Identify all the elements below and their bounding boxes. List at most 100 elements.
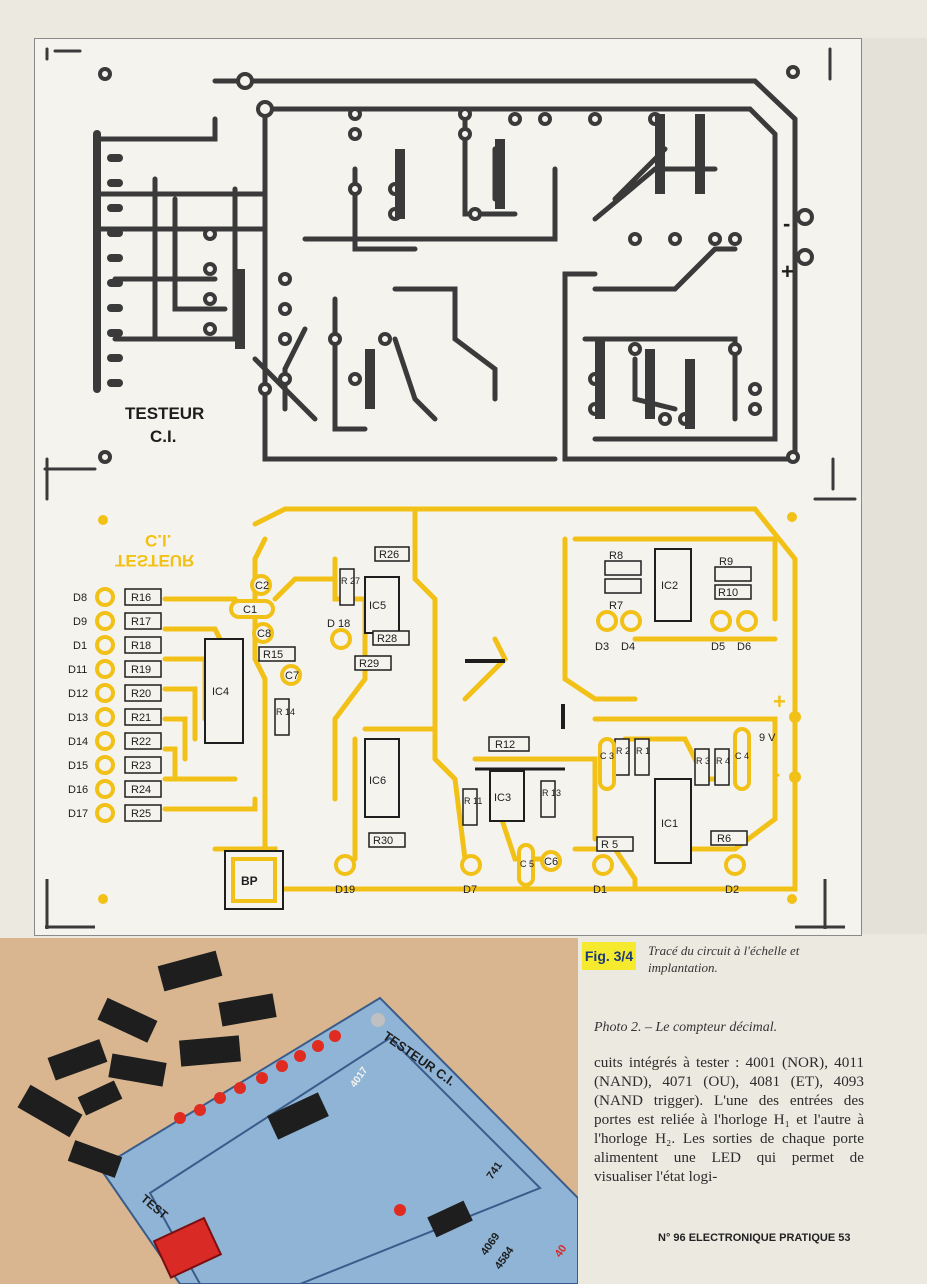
figure-caption: Tracé du circuit à l'échelle et implanta… <box>648 943 800 975</box>
article-body: cuits intégrés à tester : 4001 (NOR), 40… <box>594 1054 864 1185</box>
ic-bodies <box>204 548 692 864</box>
copper-ic-rows <box>235 114 705 429</box>
pcb-figure: TESTEUR C.I. - + <box>43 47 857 929</box>
capacitors <box>229 574 751 887</box>
resistor-label: R18 <box>131 640 151 652</box>
resistor-label: R22 <box>131 736 151 748</box>
resistor-label: R24 <box>131 784 151 796</box>
r4-label: R 4 <box>716 756 730 766</box>
supply-minus: - <box>773 761 780 786</box>
resistor-label: R25 <box>131 808 151 820</box>
r5-label: R 5 <box>601 839 618 851</box>
pcb-minus-label: - <box>783 211 790 236</box>
left-leds <box>95 587 115 823</box>
ic6-label: IC6 <box>369 775 386 787</box>
led-label: D16 <box>68 784 88 796</box>
supply-plus: + <box>773 689 786 714</box>
resistor-label: R20 <box>131 688 151 700</box>
c5-label: C 5 <box>520 859 534 869</box>
r11-label: R 11 <box>464 796 482 806</box>
c6-label: C6 <box>544 856 558 868</box>
c2-label: C2 <box>255 580 269 592</box>
led-resistor-column: D8 D9 D1 D11 D12 D13 D14 D15 D16 D17 R16… <box>68 587 162 823</box>
d4-label: D4 <box>621 641 635 653</box>
photo-caption: Photo 2. – Le compteur décimal. <box>594 1020 778 1035</box>
resistor-label: R21 <box>131 712 151 724</box>
r1-label: R 1 <box>636 746 650 756</box>
other-leds <box>330 610 758 876</box>
right-margin-strip <box>860 38 927 934</box>
r29-label: R29 <box>359 658 379 670</box>
resistor-label: R19 <box>131 664 151 676</box>
led-label: D1 <box>73 640 87 652</box>
r6-label: R6 <box>717 833 731 845</box>
copper-led-pads <box>107 154 123 387</box>
ic2-label: IC2 <box>661 580 678 592</box>
resistor-label: R17 <box>131 616 151 628</box>
layout-title-line1: TESTEUR <box>115 551 194 570</box>
c4-label: C 4 <box>735 751 749 761</box>
supply-label: 9 V <box>759 732 776 744</box>
d5-label: D5 <box>711 641 725 653</box>
led-label: D9 <box>73 616 87 628</box>
r13-label: R 13 <box>542 788 561 798</box>
led-label: D15 <box>68 760 88 772</box>
c7-label: C7 <box>285 670 299 682</box>
bp-push-button: BP <box>224 850 284 910</box>
r3-label: R 3 <box>696 756 710 766</box>
r14-label: R 14 <box>276 707 295 717</box>
board-photo: TESTEUR C.I. TEST 4017 741 4069 4584 40 <box>0 938 578 1284</box>
led-label: D11 <box>68 664 87 676</box>
gold-corner-pads <box>98 512 801 904</box>
led-label: D14 <box>68 736 88 748</box>
ic5-label: IC5 <box>369 600 386 612</box>
led-label: D17 <box>68 808 88 820</box>
r9-label: R9 <box>719 556 733 568</box>
left-resistors <box>124 588 162 822</box>
figure-badge: Fig. 3/4 <box>582 942 636 970</box>
c1-label: C1 <box>243 604 257 616</box>
led-label: D13 <box>68 712 88 724</box>
board-photo-illustration: TESTEUR C.I. TEST 4017 741 4069 4584 40 <box>0 938 578 1284</box>
copper-trace-layout <box>43 47 857 501</box>
pcb-title-line1: TESTEUR <box>125 404 204 423</box>
resistor-label: R23 <box>131 760 151 772</box>
gold-trace-layout <box>162 506 798 892</box>
led-label: D8 <box>73 592 87 604</box>
r10-label: R10 <box>718 587 738 599</box>
r27-label: R 27 <box>341 576 360 586</box>
ic1-label: IC1 <box>661 818 678 830</box>
pcb-figure-frame: TESTEUR C.I. - + <box>34 38 862 936</box>
d19-label: D19 <box>335 884 355 896</box>
r7-label: R7 <box>609 600 623 612</box>
r8-label: R8 <box>609 550 623 562</box>
figure-caption-box: Fig. 3/4 Tracé du circuit à l'échelle et… <box>582 938 882 984</box>
c8-label: C8 <box>257 628 271 640</box>
d18-label: D 18 <box>327 618 350 630</box>
ic3-label: IC3 <box>494 792 511 804</box>
r12-label: R12 <box>495 739 515 751</box>
r28-label: R28 <box>377 633 397 645</box>
r15-label: R15 <box>263 649 283 661</box>
corner-marks <box>45 879 845 929</box>
pcb-title-line2: C.I. <box>150 427 176 446</box>
d1-label: D1 <box>593 884 607 896</box>
d6-label: D6 <box>737 641 751 653</box>
mirrored-board-title: C.I. TESTEUR <box>115 531 194 570</box>
d7-label: D7 <box>463 884 477 896</box>
copper-pads <box>98 65 814 464</box>
photo-label-40: 40 <box>553 1243 570 1260</box>
bp-label: BP <box>241 874 258 888</box>
layout-title-line2: C.I. <box>145 531 171 550</box>
ic4-label: IC4 <box>212 686 229 698</box>
r30-label: R30 <box>373 835 393 847</box>
d2-label: D2 <box>725 884 739 896</box>
page-folio: N° 96 ELECTRONIQUE PRATIQUE 53 <box>658 1232 851 1244</box>
c3-label: C 3 <box>600 751 614 761</box>
led-label: D12 <box>68 688 88 700</box>
resistor-label: R16 <box>131 592 151 604</box>
d3-label: D3 <box>595 641 609 653</box>
other-resistors <box>258 546 752 852</box>
r26-label: R26 <box>379 549 399 561</box>
pcb-plus-label: + <box>781 259 794 284</box>
